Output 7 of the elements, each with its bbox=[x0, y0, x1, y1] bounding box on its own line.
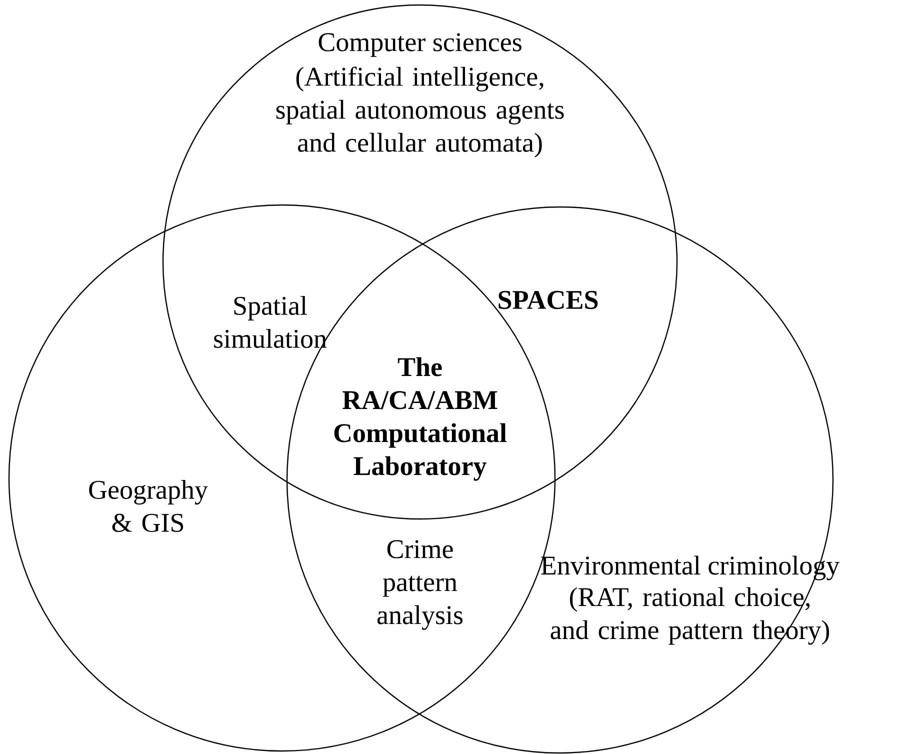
circle-label: Computer sciences bbox=[318, 33, 522, 57]
circle-label: Geography & GIS bbox=[89, 480, 208, 532]
region-label: The RA/CA/ABM Computational Laboratory bbox=[334, 357, 507, 481]
region-label: Crime pattern analysis bbox=[377, 540, 463, 630]
circle-label: (Artificial intelligence, spatial autonomous agents and cellular automata) bbox=[276, 66, 564, 158]
region-label: Spatial simulation bbox=[214, 296, 327, 348]
region-label: SPACES bbox=[498, 290, 598, 310]
